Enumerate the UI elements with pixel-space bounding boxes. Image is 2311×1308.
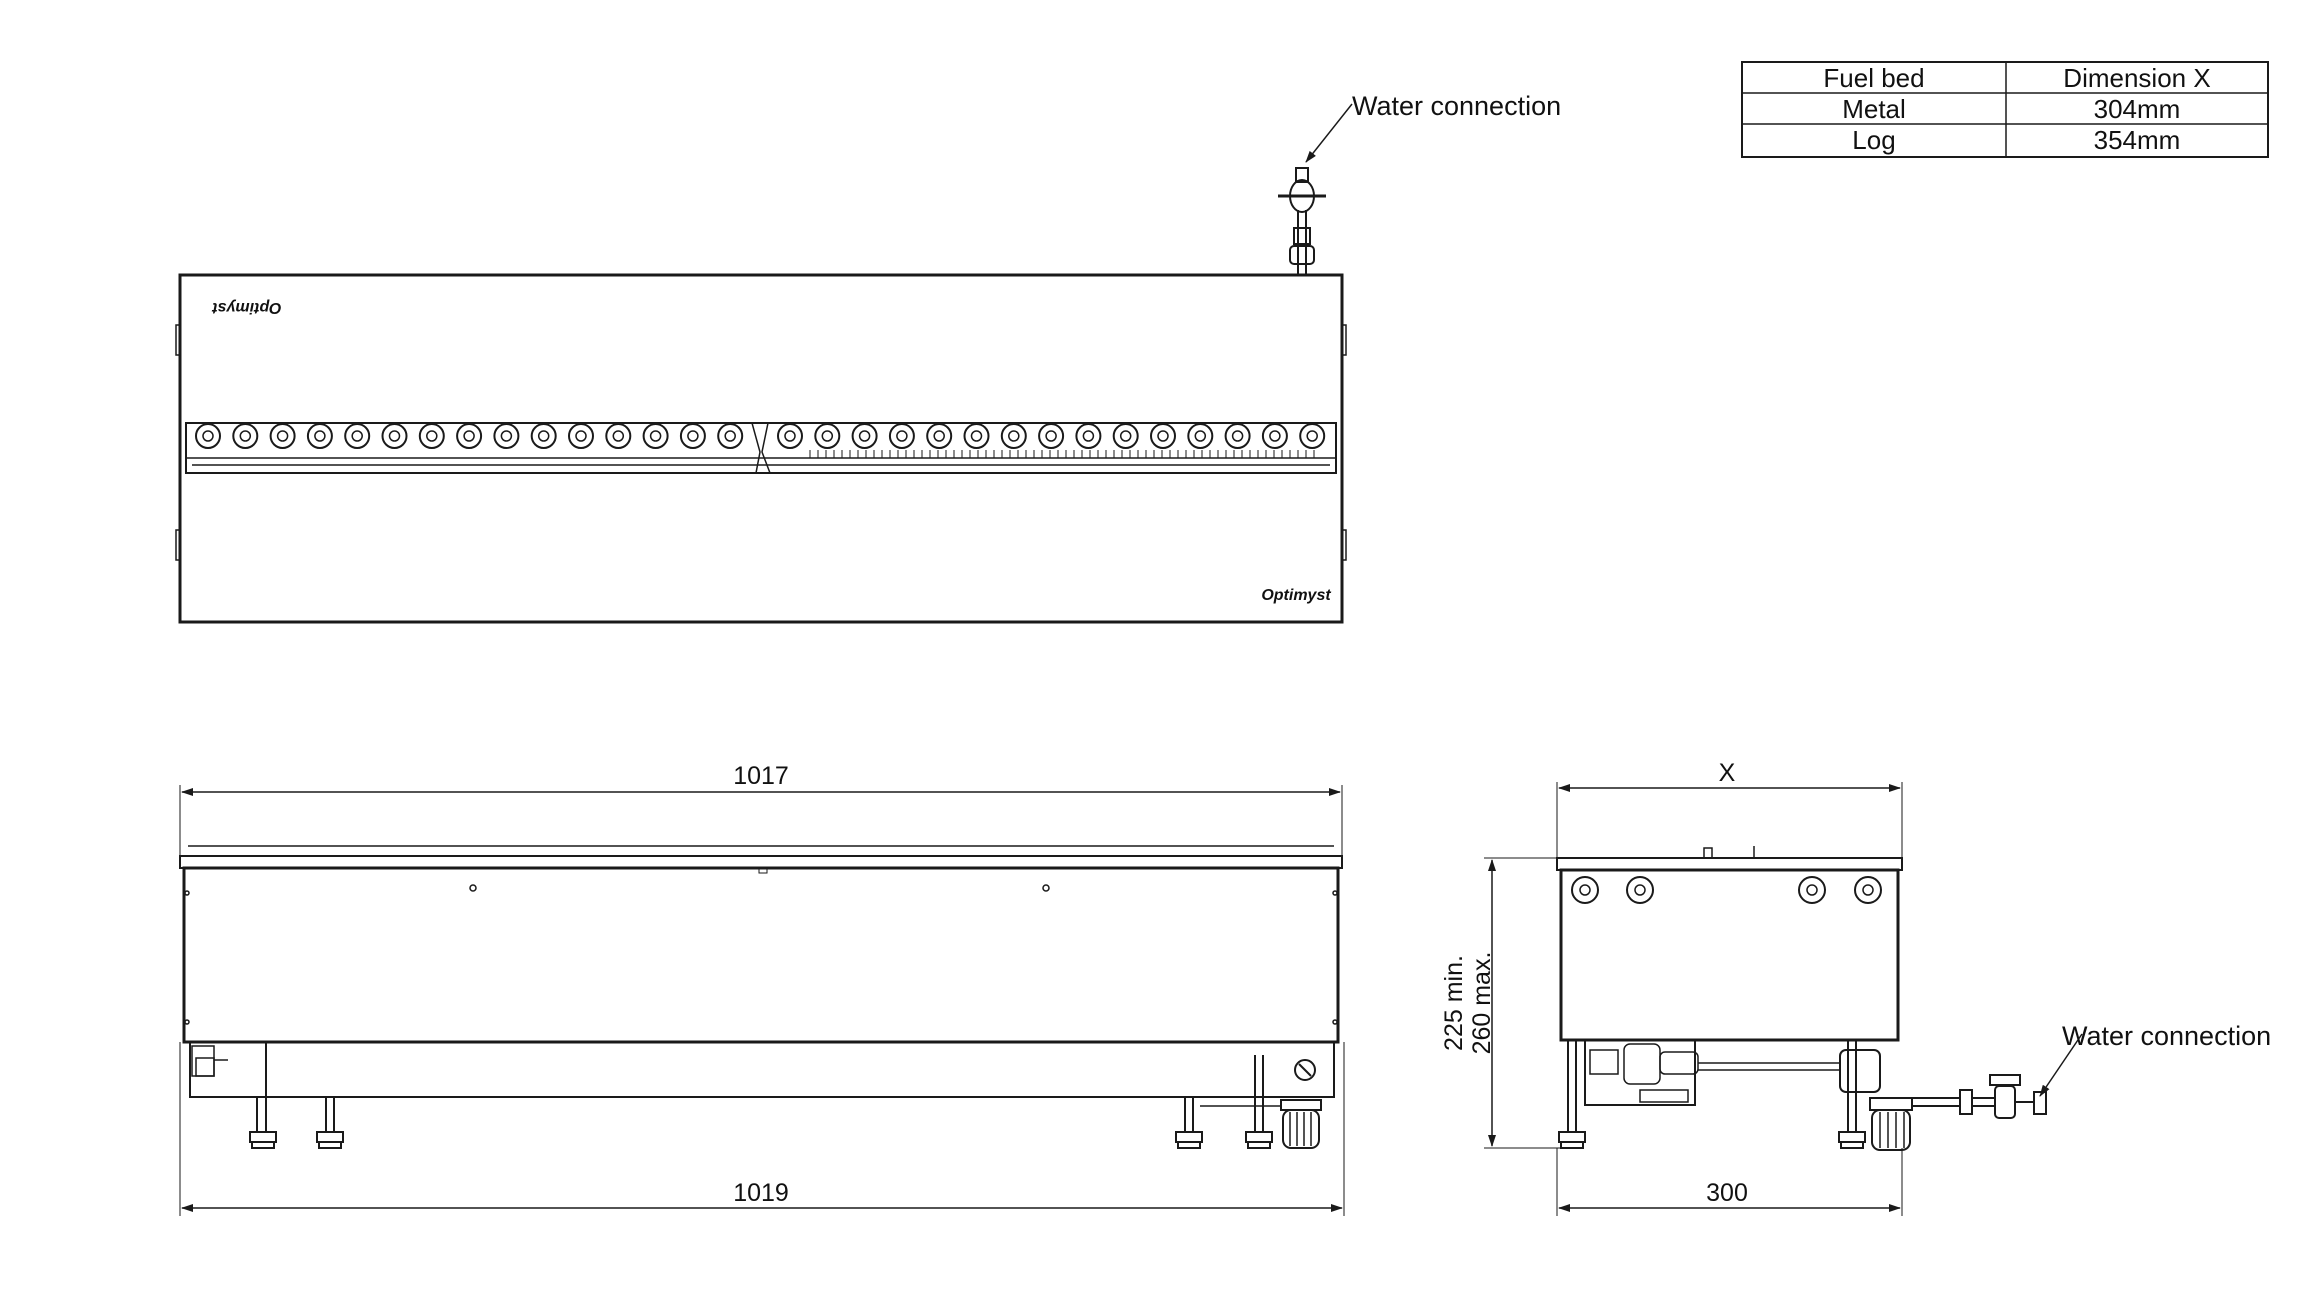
top-water-connection: Water connection [1278,91,1561,275]
nozzle [1187,423,1214,449]
side-nozzles [1571,876,1882,904]
side-dimension-top: X [1556,759,1903,858]
nozzle [679,423,706,449]
nozzle [642,423,669,449]
nozzle [1224,423,1251,449]
nozzle [1075,423,1102,449]
height-min-label: 225 min. [1440,955,1468,1051]
top-water-connection-label: Water connection [1352,91,1561,121]
front-width-bottom-label: 1019 [733,1179,789,1207]
brand-logo-bottom: Optimyst [1261,587,1331,604]
nozzle [777,423,803,449]
top-view: Optimyst Optimyst [175,273,1347,624]
table-cell-log-x: 354mm [2094,125,2181,155]
nozzle [530,423,557,449]
nozzle [195,423,221,449]
side-width-top-label: X [1719,759,1736,787]
front-dimension-bottom: 1019 [179,1042,1345,1216]
nozzle-row [195,423,1326,449]
table-header-fuel-bed: Fuel bed [1823,63,1924,93]
side-water-connection-label: Water connection [2062,1021,2271,1051]
nozzle [888,423,915,449]
nozzle [418,423,445,449]
side-dimension-bottom: 300 [1556,1148,1903,1216]
side-view [1556,846,2047,1151]
nozzle [963,423,990,449]
nozzle [1112,423,1139,449]
nozzle [717,423,744,449]
nozzle [493,423,520,449]
nozzle [1000,423,1027,449]
nozzle [456,423,483,449]
table-cell-log: Log [1852,125,1895,155]
side-water-connection: Water connection [2039,1021,2271,1097]
side-width-bottom-label: 300 [1706,1179,1748,1207]
nozzle [269,423,296,449]
nozzle [605,423,632,449]
front-width-top-label: 1017 [733,762,789,790]
side-dimension-height: 225 min. 260 max. [1440,857,1560,1149]
nozzle [568,423,594,449]
nozzle [1038,423,1065,449]
height-max-label: 260 max. [1468,952,1496,1055]
brand-logo-text-top: Optimyst [212,299,282,316]
nozzle [306,423,333,449]
nozzle [1299,423,1326,449]
tick-row [809,450,1315,458]
nozzle [851,423,878,449]
nozzle [926,423,953,449]
front-dimension-top: 1017 [179,762,1343,856]
front-view [179,845,1343,1149]
table-cell-metal: Metal [1842,94,1906,124]
brand-logo-top: Optimyst [212,299,282,316]
table-header-dimension-x: Dimension X [2063,63,2210,93]
front-filter [1200,1099,1322,1149]
table-cell-metal-x: 304mm [2094,94,2181,124]
dimension-table: Fuel bed Dimension X Metal 304mm Log 354… [1741,61,2269,158]
brand-logo-text-bottom: Optimyst [1261,587,1331,604]
nozzle [232,423,259,449]
front-feet [249,1042,1273,1149]
nozzle [814,423,841,449]
nozzle [1150,423,1176,449]
nozzle [344,423,371,449]
nozzle [381,423,408,449]
nozzle [1261,423,1288,449]
